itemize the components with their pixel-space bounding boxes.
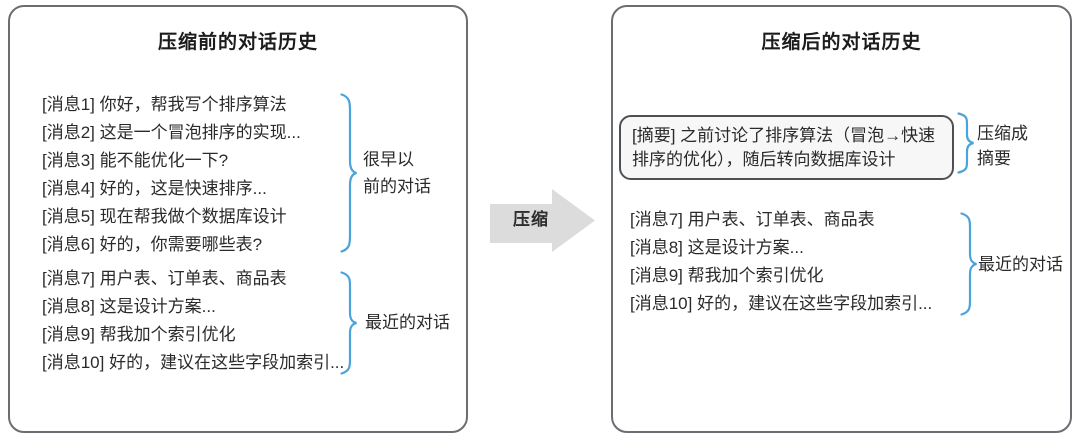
group-label-line: 压缩成	[977, 124, 1028, 143]
message-line: [消息5] 现在帮我做个数据库设计	[42, 207, 287, 226]
message-line: [消息4] 好的，这是快速排序...	[42, 179, 267, 198]
message-line: [消息8] 这是设计方案...	[630, 238, 804, 257]
recent-conversation-label: 最近的对话	[978, 251, 1063, 278]
message-line: [消息8] 这是设计方案...	[42, 297, 216, 316]
after-compression-panel: 压缩后的对话历史 [摘要] 之前讨论了排序算法（冒泡→快速排序的优化），随后转向…	[611, 5, 1072, 433]
brace-icon	[957, 112, 974, 174]
message-line: [消息1] 你好，帮我写个排序算法	[42, 95, 287, 114]
brace-icon	[960, 212, 977, 316]
before-compression-panel: 压缩前的对话历史 [消息1] 你好，帮我写个排序算法 [消息2] 这是一个冒泡排…	[8, 5, 468, 433]
message-line: [消息9] 帮我加个索引优化	[630, 266, 824, 285]
before-message-list: [消息1] 你好，帮我写个排序算法 [消息2] 这是一个冒泡排序的实现... […	[42, 91, 344, 377]
compress-arrow-label: 压缩	[513, 210, 549, 229]
compress-arrow: 压缩	[488, 187, 596, 253]
arrow-right-icon	[490, 189, 595, 252]
before-panel-title: 压缩前的对话历史	[157, 32, 318, 53]
compressed-to-summary-label: 压缩成 摘要	[977, 121, 1028, 171]
group-label-line: 很早以	[363, 150, 414, 169]
group-label-line: 摘要	[977, 149, 1011, 168]
summary-text: [摘要] 之前讨论了排序算法（冒泡→快速排序的优化），随后转向数据库设计	[632, 126, 936, 169]
recent-conversation-label: 最近的对话	[365, 309, 450, 336]
message-line: [消息7] 用户表、订单表、商品表	[630, 210, 875, 229]
after-panel-title: 压缩后的对话历史	[761, 32, 922, 53]
message-line: [消息7] 用户表、订单表、商品表	[42, 269, 287, 288]
brace-icon	[340, 271, 357, 375]
message-line: [消息3] 能不能优化一下?	[42, 151, 229, 170]
group-label-line: 最近的对话	[365, 313, 450, 332]
message-line: [消息2] 这是一个冒泡排序的实现...	[42, 123, 301, 142]
after-message-list: [消息7] 用户表、订单表、商品表 [消息8] 这是设计方案... [消息9] …	[630, 206, 932, 318]
group-label-line: 前的对话	[363, 177, 431, 196]
message-line: [消息10] 好的，建议在这些字段加索引...	[630, 294, 933, 313]
message-line: [消息9] 帮我加个索引优化	[42, 325, 236, 344]
message-line: [消息10] 好的，建议在这些字段加索引...	[42, 353, 345, 372]
message-line: [消息6] 好的，你需要哪些表?	[42, 235, 263, 254]
brace-icon	[340, 93, 357, 253]
group-label-line: 最近的对话	[978, 255, 1063, 274]
summary-box: [摘要] 之前讨论了排序算法（冒泡→快速排序的优化），随后转向数据库设计	[619, 115, 954, 180]
early-conversation-label: 很早以 前的对话	[363, 146, 431, 200]
